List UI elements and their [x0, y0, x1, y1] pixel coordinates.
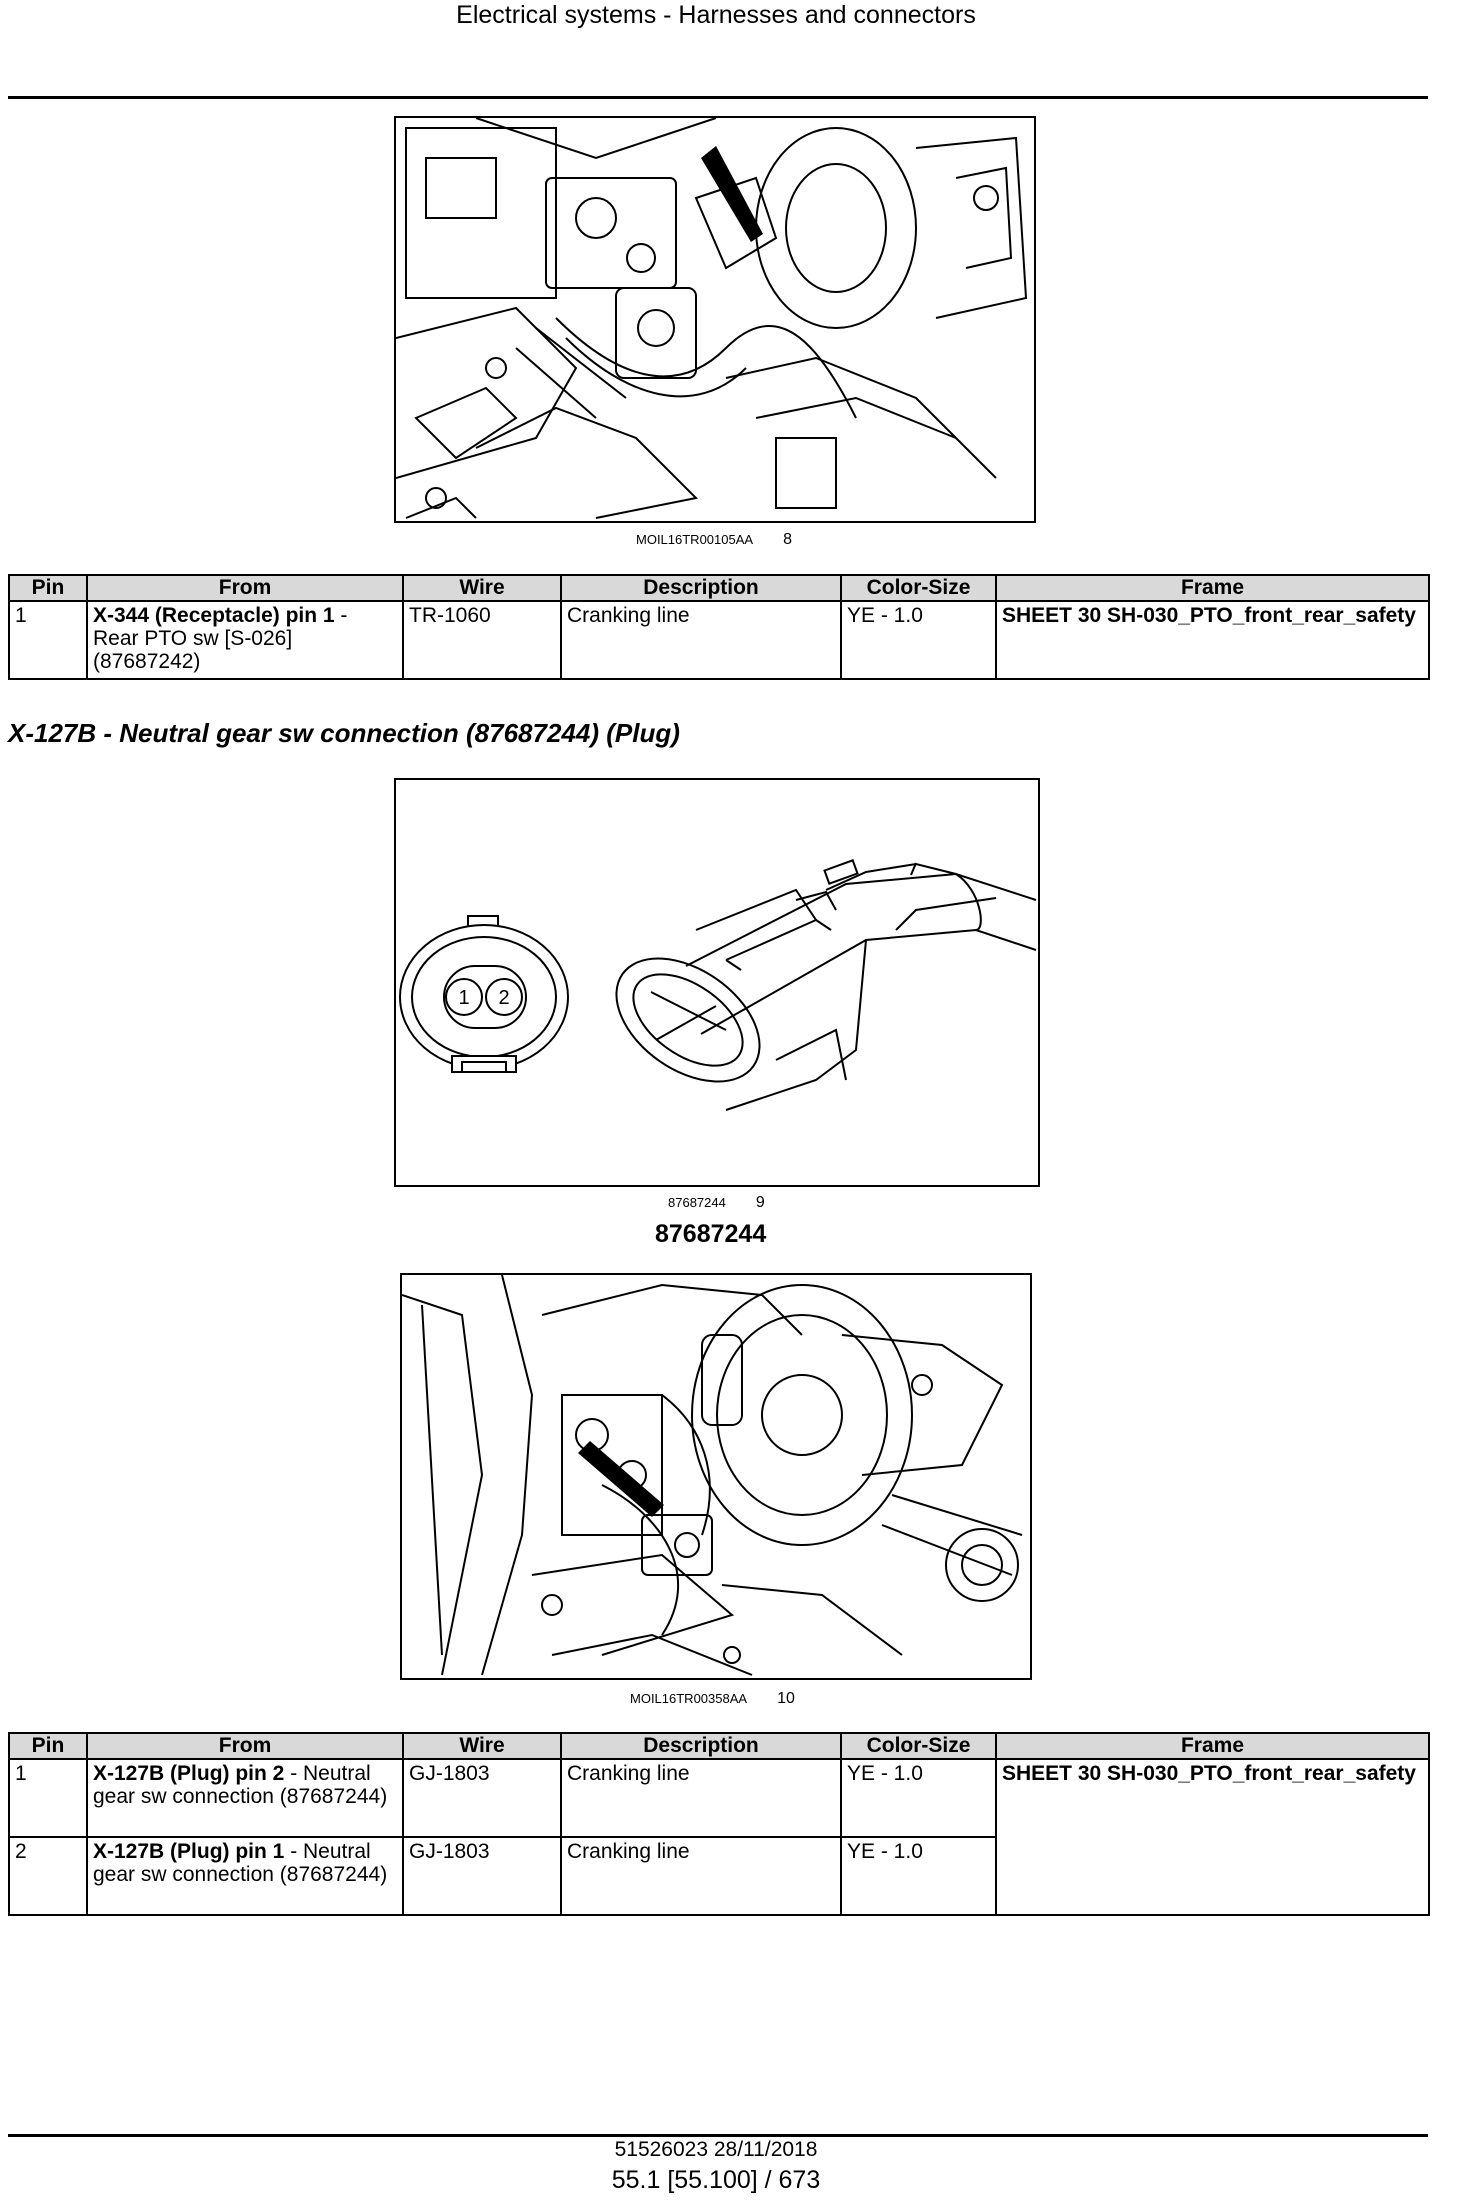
cell-color-size: YE - 1.0 — [840, 600, 997, 680]
footer-doc-info: 51526023 28/11/2018 — [614, 2138, 818, 2161]
col-header-wire: Wire — [402, 574, 562, 602]
cell-pin: 1 — [8, 1758, 88, 1838]
figure-3-code: MOIL16TR00358AA — [630, 1691, 748, 1706]
cell-color-size: YE - 1.0 — [840, 1758, 997, 1838]
cell-wire: GJ-1803 — [402, 1836, 562, 1916]
figure-1-code: MOIL16TR00105AA — [636, 532, 754, 547]
figure-2-code: 87687244 — [668, 1195, 726, 1210]
col-header-frame: Frame — [995, 574, 1430, 602]
figure-connector-plug: 1 2 — [394, 778, 1040, 1187]
figure-3-number: 10 — [777, 1690, 795, 1707]
col-header-from: From — [86, 1732, 404, 1760]
figure-2-caption: 87687244 9 — [668, 1194, 765, 1212]
from-detail: - Neutral gear sw connection (87687244) — [93, 1840, 388, 1886]
page-header: Electrical systems - Harnesses and conne… — [456, 1, 976, 29]
cell-wire: GJ-1803 — [402, 1758, 562, 1838]
figure-tractor-pto-sw — [394, 116, 1036, 523]
cell-pin: 1 — [8, 600, 88, 680]
cell-from: X-127B (Plug) pin 2 - Neutral gear sw co… — [86, 1758, 404, 1838]
connector-table-2: Pin From Wire Description Color-Size Fra… — [8, 1732, 1430, 1916]
from-connector: X-127B (Plug) pin 1 — [93, 1840, 285, 1863]
from-connector: X-127B (Plug) pin 2 — [93, 1762, 285, 1785]
col-header-pin: Pin — [8, 1732, 88, 1760]
col-header-frame: Frame — [995, 1732, 1430, 1760]
footer-rule — [8, 2134, 1428, 2137]
table-row: 2 X-127B (Plug) pin 1 - Neutral gear sw … — [8, 1836, 1429, 1916]
cell-color-size: YE - 1.0 — [840, 1836, 997, 1916]
figure-1-caption: MOIL16TR00105AA 8 — [636, 531, 792, 549]
cell-from: X-344 (Receptacle) pin 1 - Rear PTO sw [… — [86, 600, 404, 680]
header-rule — [8, 96, 1428, 99]
table-2-header-row: Pin From Wire Description Color-Size Fra… — [8, 1732, 1430, 1760]
cell-description: Cranking line — [560, 600, 842, 680]
col-header-description: Description — [560, 1732, 842, 1760]
col-header-wire: Wire — [402, 1732, 562, 1760]
cell-from: X-127B (Plug) pin 1 - Neutral gear sw co… — [86, 1836, 404, 1916]
tractor-pto-illustration — [396, 118, 1028, 519]
figure-1-number: 8 — [783, 531, 792, 548]
tractor-neutral-illustration — [402, 1275, 1023, 1676]
footer-page-number: 55.1 [55.100] / 673 — [611, 2166, 821, 2194]
col-header-description: Description — [560, 574, 842, 602]
from-detail: - Neutral gear sw connection (87687244) — [93, 1762, 388, 1808]
table-1-header-row: Pin From Wire Description Color-Size Fra… — [8, 574, 1430, 602]
col-header-color-size: Color-Size — [840, 1732, 997, 1760]
connector-table-1: Pin From Wire Description Color-Size Fra… — [8, 574, 1430, 680]
from-detail: - Rear PTO sw [S-026] (87687242) — [93, 604, 348, 673]
cell-wire: TR-1060 — [402, 600, 562, 680]
part-number: 87687244 — [655, 1220, 767, 1248]
figure-2-number: 9 — [755, 1194, 765, 1211]
col-header-color-size: Color-Size — [840, 574, 997, 602]
cell-description: Cranking line — [560, 1836, 842, 1916]
pin-label-2: 2 — [498, 987, 509, 1009]
figure-tractor-neutral-sw — [400, 1273, 1032, 1680]
figure-3-caption: MOIL16TR00358AA 10 — [630, 1690, 795, 1708]
col-header-from: From — [86, 574, 404, 602]
cell-pin: 2 — [8, 1836, 88, 1916]
cell-frame: SHEET 30 SH-030_PTO_front_rear_safety — [995, 1758, 1430, 1916]
table-row: 1 X-127B (Plug) pin 2 - Neutral gear sw … — [8, 1758, 1430, 1916]
cell-description: Cranking line — [560, 1758, 842, 1838]
section-title: X-127B - Neutral gear sw connection (876… — [8, 718, 680, 748]
table-row: 1 X-344 (Receptacle) pin 1 - Rear PTO sw… — [8, 600, 1430, 680]
col-header-pin: Pin — [8, 574, 88, 602]
cell-frame: SHEET 30 SH-030_PTO_front_rear_safety — [995, 600, 1430, 680]
from-connector: X-344 (Receptacle) pin 1 — [93, 604, 335, 627]
pin-label-1: 1 — [458, 987, 469, 1009]
connector-plug-illustration: 1 2 — [399, 859, 1037, 1111]
